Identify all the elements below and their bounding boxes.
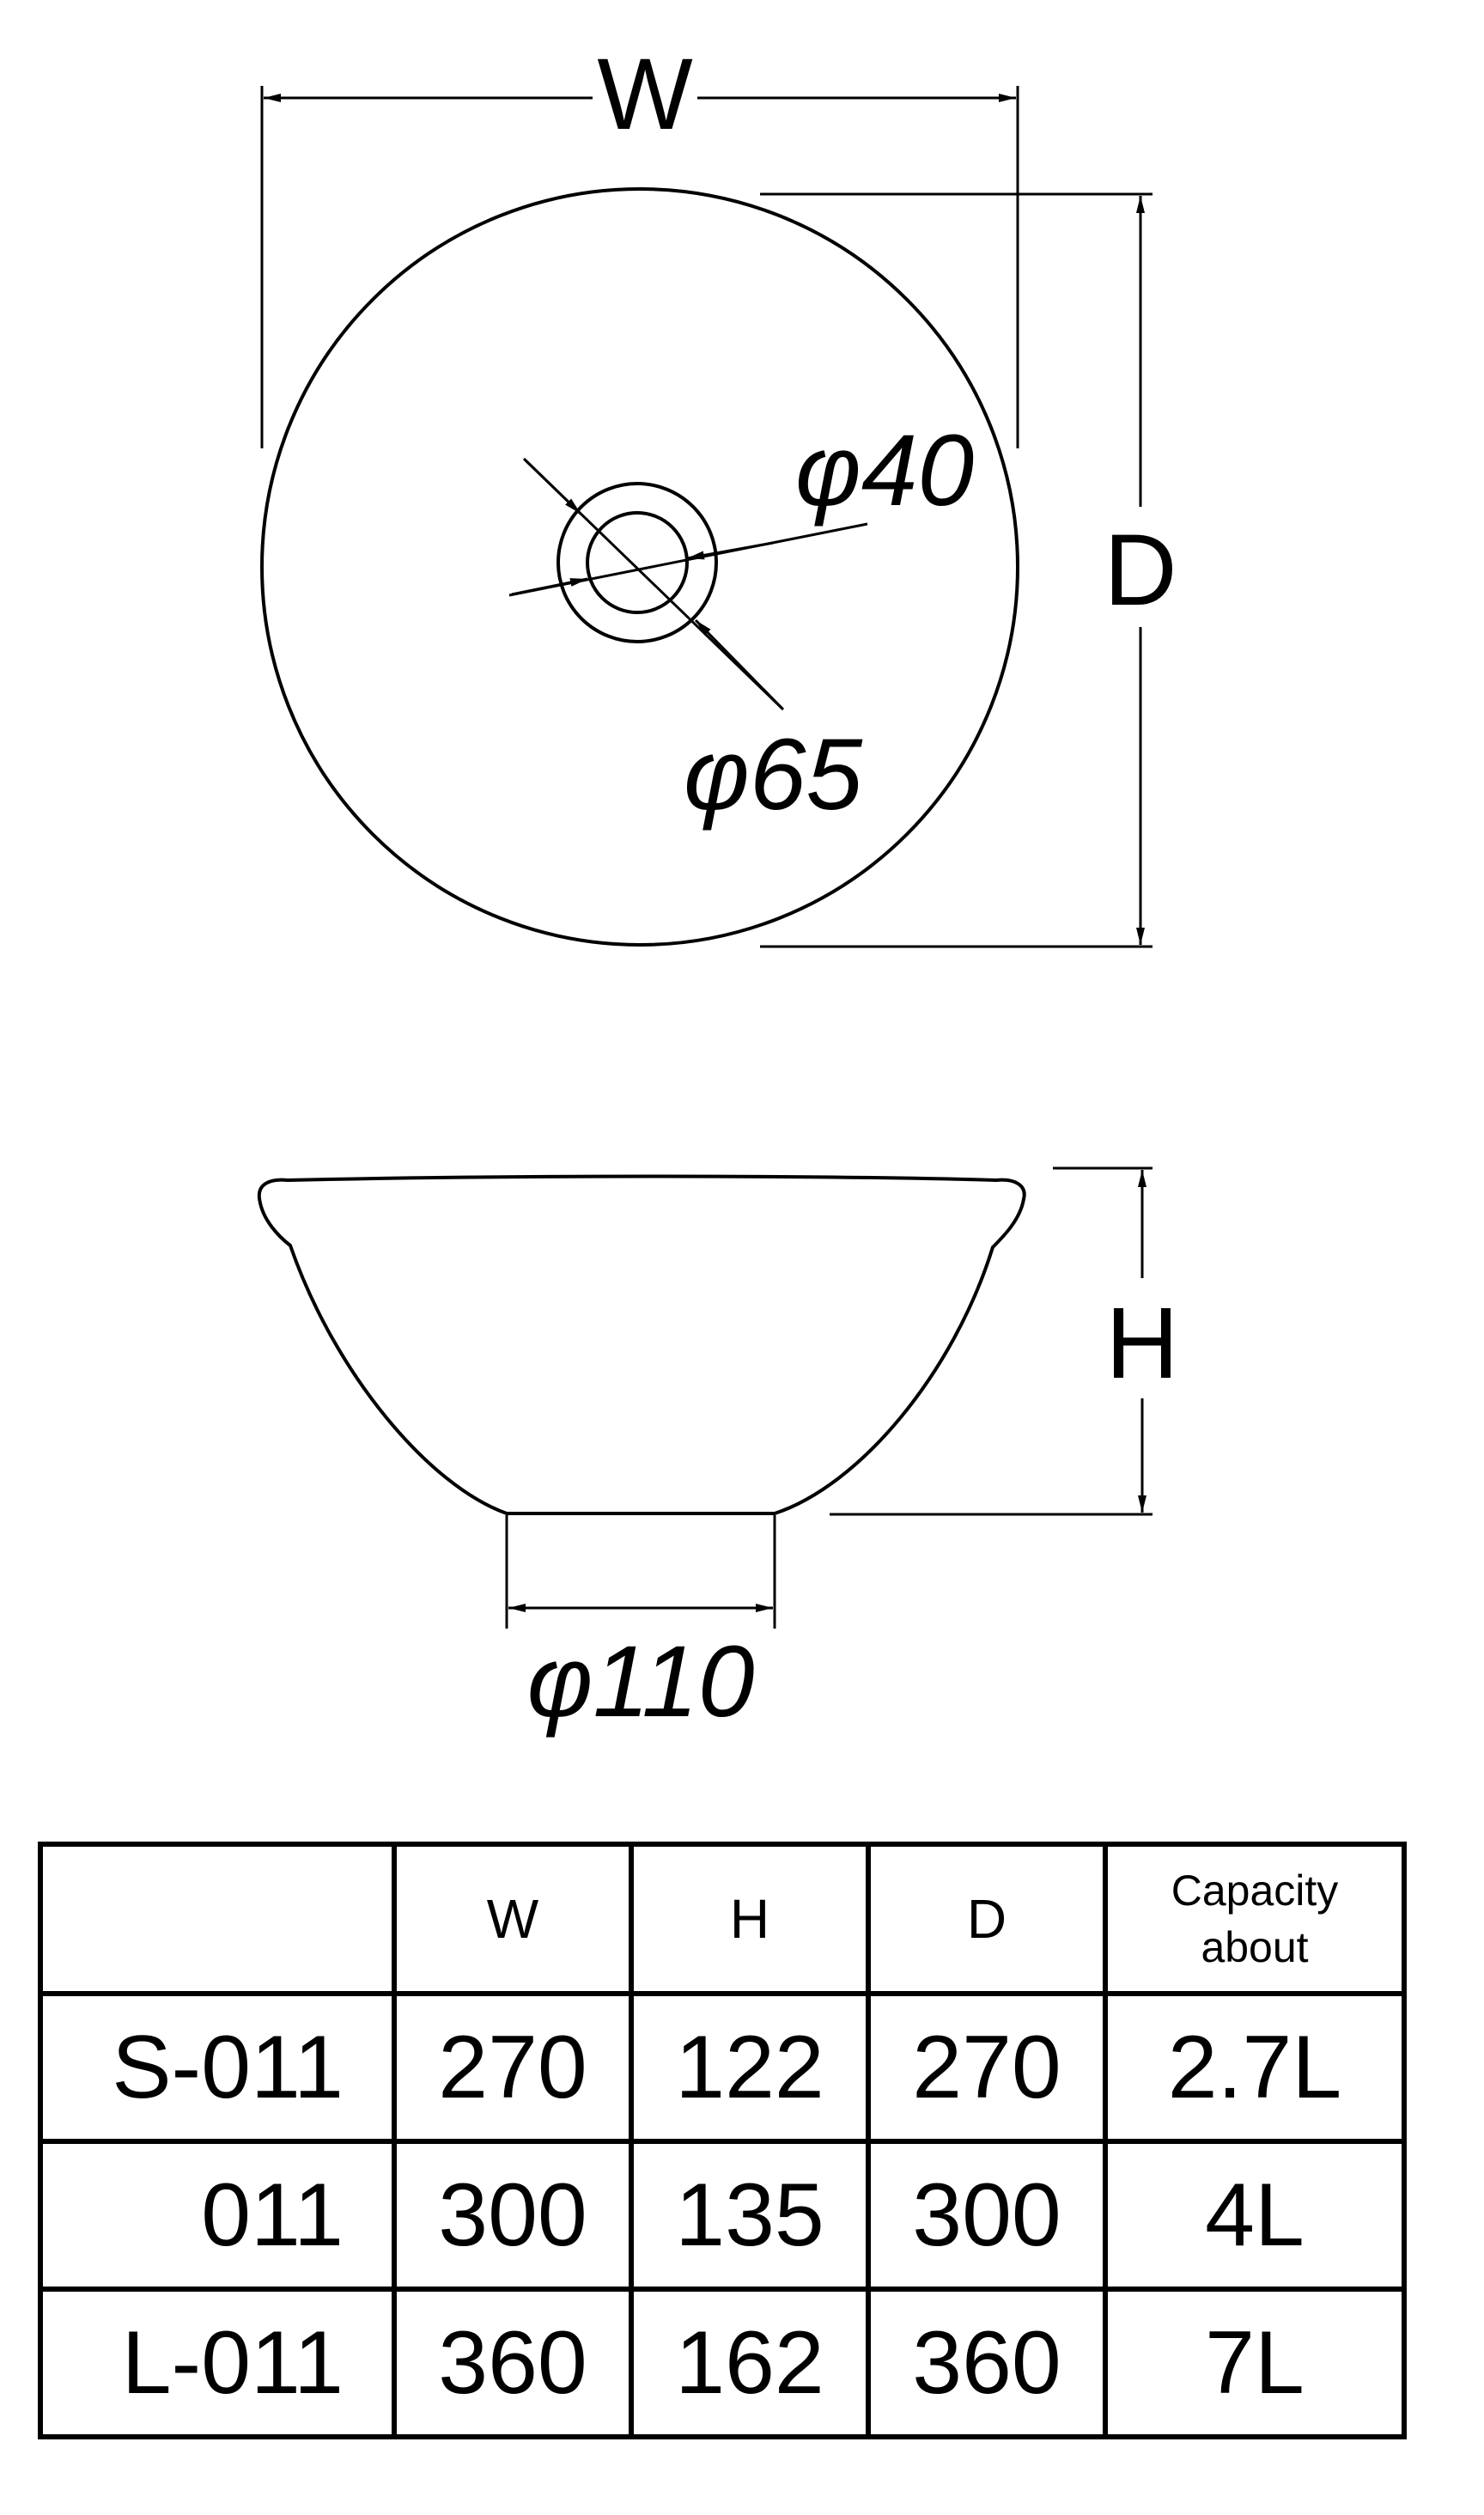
depth-cell: 300 xyxy=(866,2139,1108,2292)
header-cell-capacity: Capacity about xyxy=(1103,1842,1407,1996)
size-spec-table: W H D Capacity about S-011 270 122 270 2… xyxy=(38,1842,1407,2439)
header-cell-depth: D xyxy=(866,1842,1108,1996)
drain-outer-ring xyxy=(556,482,718,643)
height-cell: 135 xyxy=(629,2139,871,2292)
model-cell: L-011 xyxy=(38,2287,397,2439)
inner-hole-arrow-left xyxy=(511,577,588,596)
outer-ring-arrow-bottom xyxy=(694,618,783,709)
width-cell: 300 xyxy=(392,2139,634,2292)
drain-inner-hole xyxy=(586,511,689,614)
header-cell-width: W xyxy=(392,1842,634,1996)
height-label: H xyxy=(1105,1287,1178,1400)
technical-drawing: W D φ40 φ65 H φ110 xyxy=(257,38,1179,1739)
inner-hole-arrow-right xyxy=(686,541,774,560)
header-cell-model xyxy=(38,1842,397,1996)
capacity-header-line-2: about xyxy=(1201,1923,1309,1971)
depth-label: D xyxy=(1104,514,1177,627)
side-view xyxy=(257,1166,1153,1629)
height-cell: 162 xyxy=(629,2287,871,2439)
width-cell: 270 xyxy=(392,1991,634,2144)
table-row: L-011 360 162 360 7L xyxy=(38,2287,1407,2439)
capacity-cell: 2.7L xyxy=(1103,1991,1407,2144)
top-view xyxy=(260,86,1153,948)
outer-ring-arrow-top xyxy=(524,459,582,515)
outer-ring-label: φ65 xyxy=(684,718,863,831)
table-header-row: W H D Capacity about xyxy=(38,1842,1407,1996)
base-label: φ110 xyxy=(526,1625,754,1739)
capacity-cell: 7L xyxy=(1103,2287,1407,2439)
model-cell: 011 xyxy=(38,2139,397,2292)
model-cell: S-011 xyxy=(38,1991,397,2144)
header-cell-height: H xyxy=(629,1842,871,1996)
height-cell: 122 xyxy=(629,1991,871,2144)
basin-rim-outline xyxy=(260,187,1019,947)
depth-cell: 360 xyxy=(866,2287,1108,2439)
capacity-cell: 4L xyxy=(1103,2139,1407,2292)
width-label: W xyxy=(597,38,692,151)
inner-hole-label: φ40 xyxy=(795,414,974,527)
capacity-header-line-1: Capacity xyxy=(1171,1866,1339,1915)
depth-cell: 270 xyxy=(866,1991,1108,2144)
table-row: S-011 270 122 270 2.7L xyxy=(38,1991,1407,2144)
table-row: 011 300 135 300 4L xyxy=(38,2139,1407,2292)
width-cell: 360 xyxy=(392,2287,634,2439)
bowl-profile-outline xyxy=(257,1174,1026,1515)
